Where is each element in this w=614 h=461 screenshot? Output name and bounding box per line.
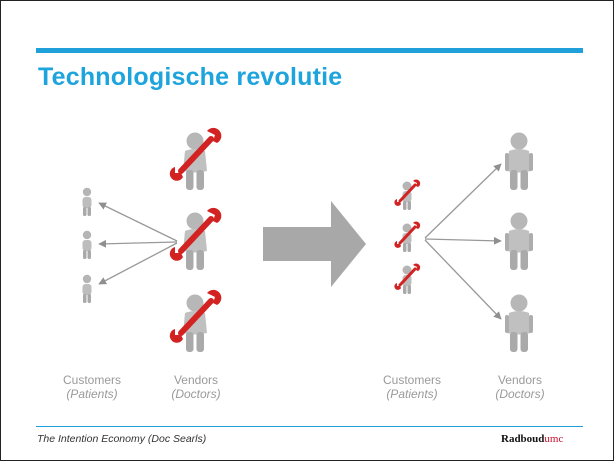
title-rule: [36, 48, 583, 53]
slide-title: Technologische revolutie: [38, 63, 343, 91]
right-arrows: [424, 163, 502, 320]
customer-wrench-figure: [392, 177, 422, 212]
vendor-figure: [505, 294, 533, 352]
vendor-wrench-figure: [170, 290, 222, 352]
footer-rule: [36, 426, 583, 427]
left-vendors-label: Vendors (Doctors): [171, 373, 221, 401]
vendor-figure: [505, 212, 533, 270]
vendor-wrench-figure: [170, 128, 222, 190]
customer-figure: [82, 187, 92, 216]
customer-wrench-figure: [392, 219, 422, 254]
footer-source: The Intention Economy (Doc Searls): [37, 433, 207, 445]
left-customers-label: Customers (Patients): [62, 373, 121, 401]
customer-wrench-figure: [392, 261, 422, 296]
left-arrows: [98, 202, 178, 285]
customer-figure: [82, 230, 92, 259]
customer-figure: [82, 274, 92, 303]
right-customers-label: Customers (Patients): [382, 373, 441, 401]
right-vendors-label: Vendors (Doctors): [495, 373, 545, 401]
big-right-arrow: [263, 201, 366, 287]
vendor-figure: [505, 132, 533, 190]
radboudumc-logo: Radboudumc: [501, 433, 564, 445]
vendor-wrench-figure: [170, 208, 222, 270]
